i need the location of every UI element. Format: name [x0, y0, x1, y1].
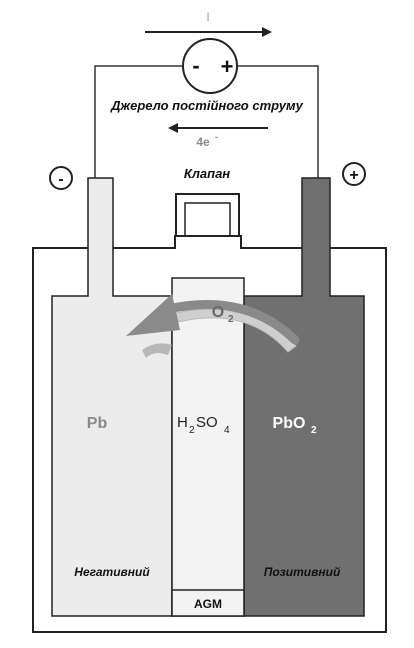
dc-source-symbol	[182, 38, 238, 94]
negative-plate	[51, 177, 173, 617]
external-circuit-wire	[94, 65, 319, 178]
negative-caption: Негативний	[74, 565, 150, 579]
negative-terminal-sign: -	[58, 171, 63, 188]
agm-separator	[171, 277, 245, 617]
oxygen-flow-arrow-icon	[126, 294, 300, 358]
positive-plate-subscript: 2	[311, 425, 317, 436]
oxygen-label: O	[212, 304, 224, 321]
electrolyte-so: SO	[196, 414, 218, 431]
electrolyte-sub-4: 4	[224, 425, 230, 436]
electron-superscript: -	[215, 132, 218, 142]
valve-label: Клапан	[184, 166, 230, 181]
negative-plate-material: Pb	[87, 415, 108, 432]
electrolyte-sub-2: 2	[189, 425, 195, 436]
current-arrow-icon	[145, 27, 272, 37]
positive-plate-material: PbO	[273, 415, 306, 432]
electron-label: 4e	[196, 135, 210, 149]
source-title: Джерело постійного струму	[110, 98, 303, 113]
positive-terminal-sign: +	[349, 167, 358, 184]
valve-inner	[184, 202, 231, 236]
source-minus-sign: -	[192, 53, 199, 78]
agm-label: AGM	[194, 597, 222, 611]
positive-terminal-marker	[342, 162, 366, 186]
positive-caption: Позитивний	[264, 565, 341, 579]
current-label: I	[206, 10, 209, 24]
positive-plate	[243, 177, 365, 617]
oxygen-subscript: 2	[228, 314, 234, 325]
electrolyte-h: H	[177, 414, 188, 431]
electron-arrow-icon	[168, 123, 268, 133]
negative-terminal-marker	[49, 166, 73, 190]
agm-base	[171, 589, 245, 617]
valve-cap	[175, 193, 240, 236]
source-plus-sign: +	[221, 54, 234, 79]
